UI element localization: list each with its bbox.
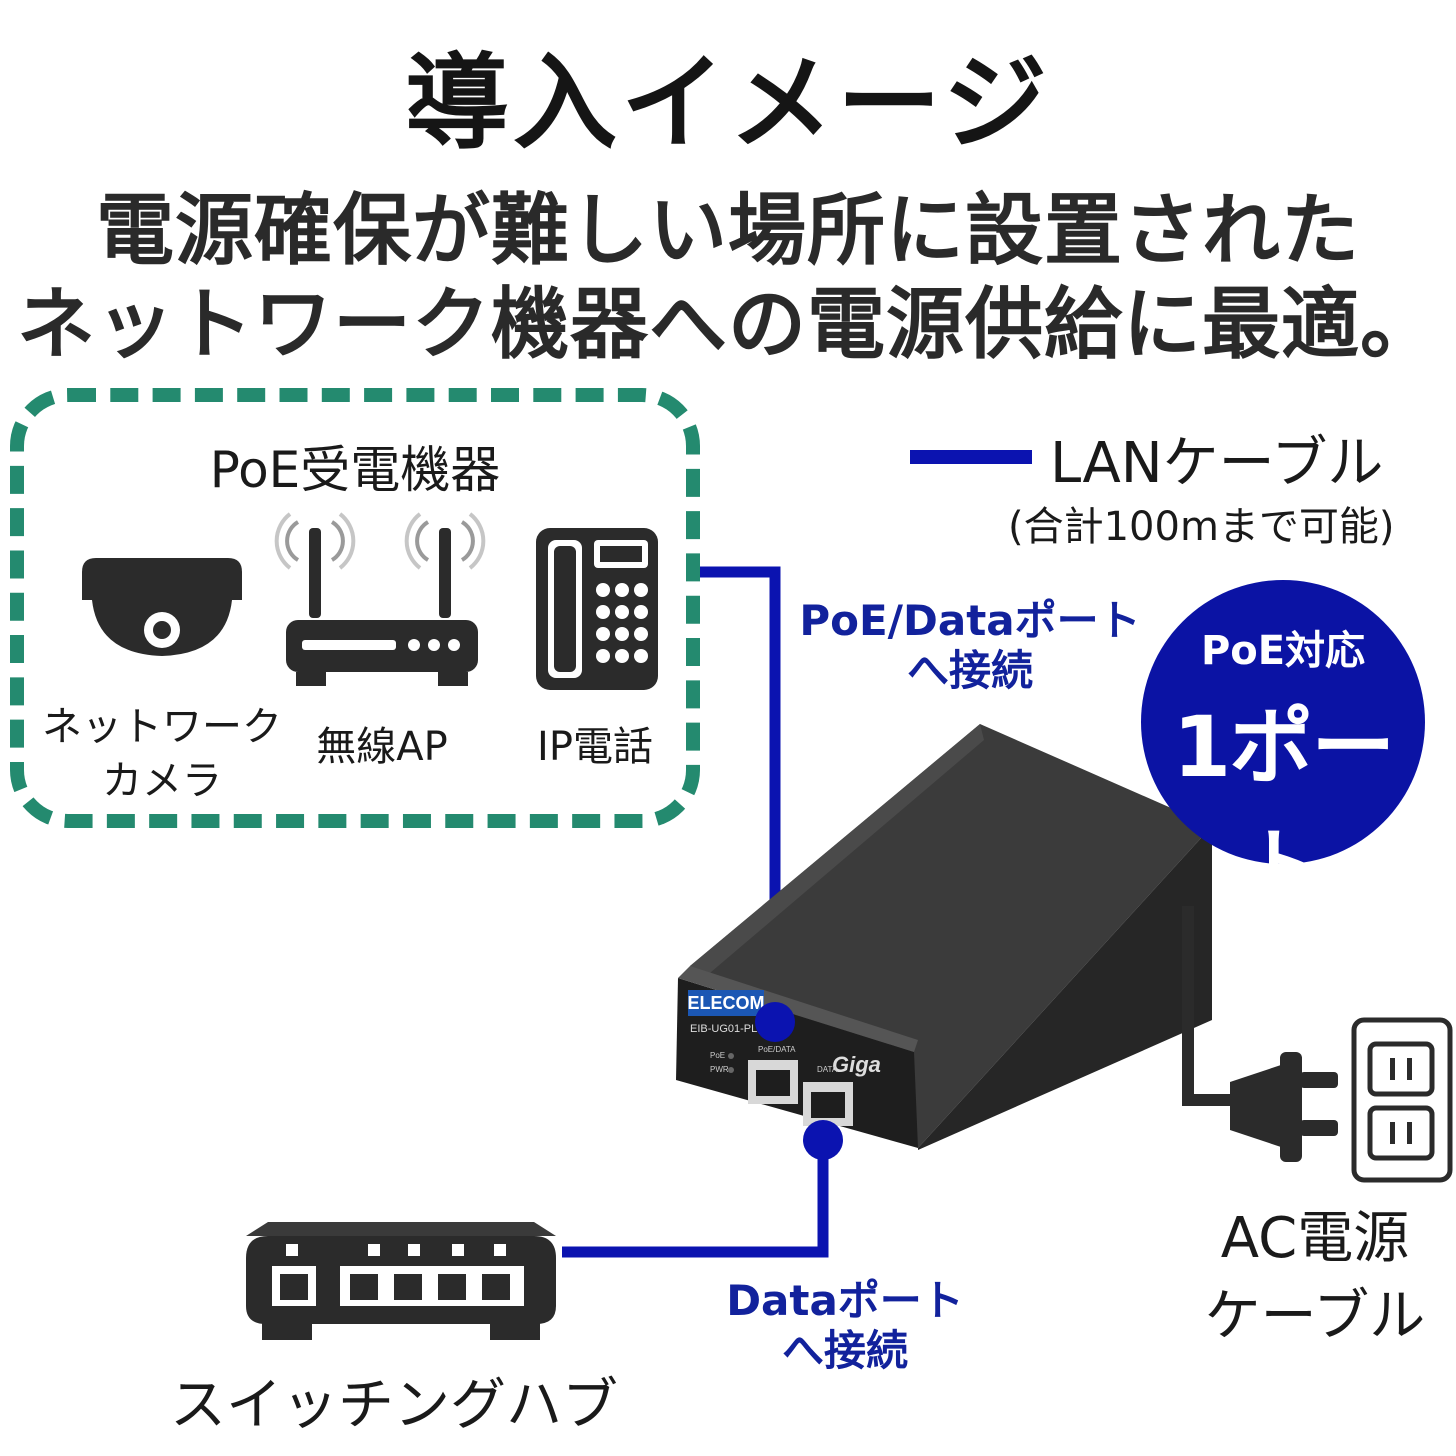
poe-1port-badge: PoE対応 1ポート <box>1141 580 1425 917</box>
poe-data-port-callout-line1: PoE/Dataポート <box>799 596 1141 645</box>
data-port-connector-dot <box>803 1120 843 1160</box>
led-pwr <box>728 1067 734 1073</box>
powered-devices-title: PoE受電機器 <box>209 441 501 499</box>
poe-port-connector-dot <box>755 1002 795 1042</box>
brand-text: ELECOM <box>687 993 764 1013</box>
legend-note: (合計100mまで可能) <box>1008 504 1395 550</box>
network-camera-label-line2: カメラ <box>102 758 222 804</box>
switching-hub-label: スイッチングハブ <box>170 1373 618 1438</box>
poe-data-port-callout-line2: へ接続 <box>906 646 1033 695</box>
badge-line1: PoE対応 <box>1200 628 1366 674</box>
legend-label: LANケーブル <box>1050 431 1384 496</box>
switching-hub-icon <box>246 1222 556 1340</box>
data-port-callout-line2: へ接続 <box>781 1326 908 1375</box>
ac-power-label-line2: ケーブル <box>1204 1284 1426 1349</box>
port-poe-data-label: PoE/DATA <box>758 1045 796 1054</box>
legend-line-swatch <box>910 450 1032 464</box>
poe-powered-devices-group <box>10 388 700 828</box>
badge-line2: 1ポート <box>1172 698 1395 917</box>
poe-lan-cable <box>700 566 781 1020</box>
ac-power-cable-label: AC電源 ケーブル <box>1190 1200 1440 1356</box>
ac-power-label-line1: AC電源 <box>1220 1206 1410 1271</box>
wireless-router-icon <box>274 512 486 686</box>
led-poe <box>728 1053 734 1059</box>
ip-phone-label: IP電話 <box>537 724 653 770</box>
poe-data-port-callout: PoE/Dataポート へ接続 <box>780 596 1160 696</box>
led-pwr-label: PWR <box>710 1065 729 1074</box>
network-camera-label-line1: ネットワーク <box>42 704 282 750</box>
data-lan-cable <box>562 1140 829 1258</box>
model-text: EIB-UG01-PL2 <box>690 1023 763 1035</box>
subtitle-line-1: 電源確保が難しい場所に設置された <box>95 186 1360 276</box>
led-poe-label: PoE <box>710 1051 725 1060</box>
subtitle-line-2: ネットワーク機器への電源供給に最適。 <box>16 280 1439 370</box>
data-port-callout: Dataポート へ接続 <box>680 1276 1010 1376</box>
poe-injector-device: ELECOM EIB-UG01-PL2 Giga PoE PWR PoE/DAT… <box>676 724 1212 1150</box>
data-port-callout-line1: Dataポート <box>726 1276 964 1325</box>
elecom-logo <box>688 990 764 1016</box>
wall-outlet-icon <box>1351 1017 1453 1183</box>
page-title: 導入イメージ <box>405 42 1051 164</box>
ac-power-cord <box>1182 906 1238 1106</box>
network-camera-label: ネットワーク カメラ <box>42 700 282 808</box>
port-data-label: DATA <box>817 1065 838 1074</box>
ip-phone-icon <box>536 528 658 690</box>
plug-icon <box>1230 1052 1338 1162</box>
dome-camera-icon <box>82 558 242 656</box>
giga-logo: Giga <box>832 1052 881 1077</box>
wireless-ap-label: 無線AP <box>316 724 448 770</box>
